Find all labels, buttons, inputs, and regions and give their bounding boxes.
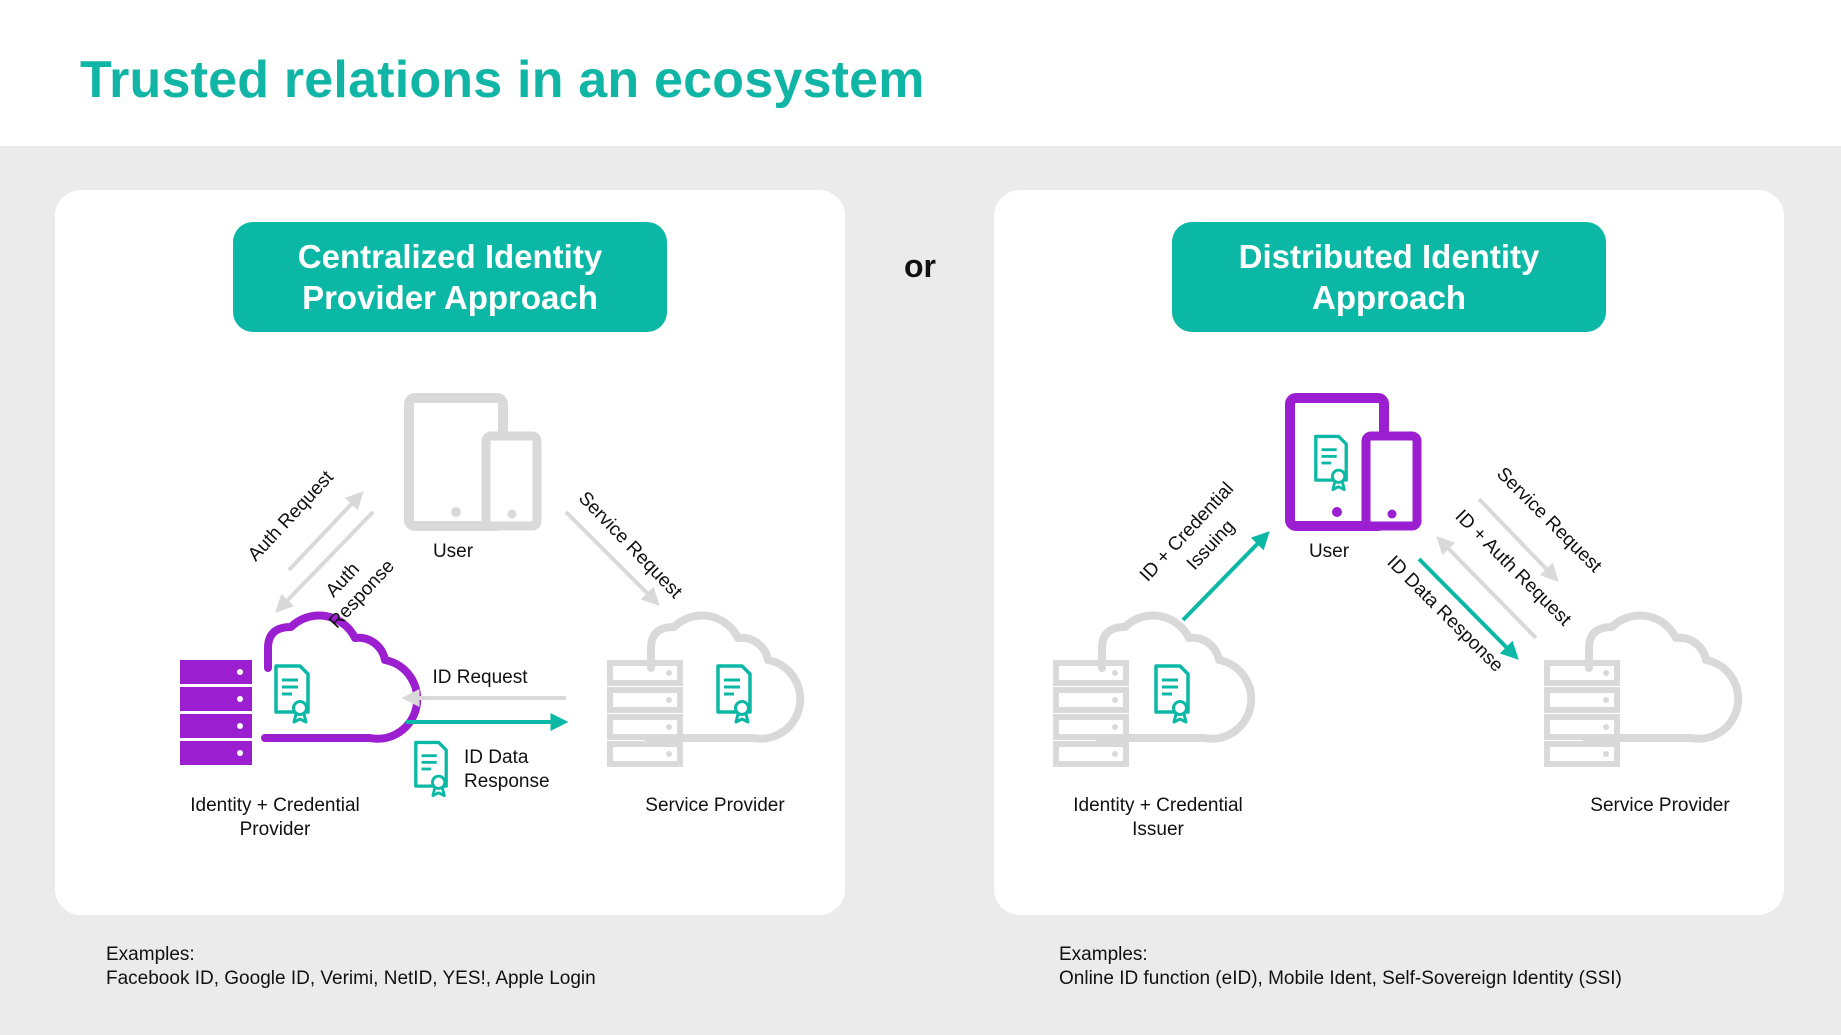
provider-label-line1: Identity + Credential	[190, 795, 360, 816]
distributed-heading-badge: Distributed Identity Approach	[1172, 222, 1606, 332]
id-auth-request-arrow	[1436, 536, 1538, 640]
issuer-server-icon	[1053, 660, 1129, 767]
issuer-label-line1: Identity + Credential	[1073, 795, 1243, 816]
centralized-heading-badge: Centralized Identity Provider Approach	[233, 222, 667, 332]
service-cloud-icon	[1582, 611, 1743, 743]
provider-certificate-icon	[274, 664, 310, 724]
distributed-panel: Distributed Identity Approach	[994, 190, 1784, 915]
page-title: Trusted relations in an ecosystem	[80, 51, 925, 109]
id-data-response-label: ID Data Response	[1383, 552, 1508, 677]
credential-issuing-arrow	[1181, 531, 1270, 622]
issuer-cloud-icon	[1095, 611, 1256, 743]
service-server-icon	[1544, 660, 1620, 767]
service-request-label: Service Request	[574, 488, 686, 603]
service-certificate-icon	[716, 664, 752, 724]
examples-text: Online ID function (eID), Mobile Ident, …	[1059, 968, 1622, 989]
service-request-arrow	[1477, 497, 1559, 582]
centralized-panel: Centralized Identity Provider Approach	[55, 190, 845, 915]
service-request-arrow	[564, 510, 660, 606]
centralized-examples: Examples: Facebook ID, Google ID, Verimi…	[106, 943, 596, 991]
distributed-examples: Examples: Online ID function (eID), Mobi…	[1059, 943, 1622, 991]
id-data-response-label-line1: ID Data	[464, 747, 529, 768]
id-data-certificate-icon	[414, 740, 448, 798]
examples-label: Examples:	[1059, 944, 1148, 965]
auth-response-arrow	[275, 510, 375, 613]
auth-request-label: Auth Request	[244, 466, 338, 565]
provider-label-line2: Provider	[240, 819, 311, 840]
examples-text: Facebook ID, Google ID, Verimi, NetID, Y…	[106, 968, 596, 989]
distributed-diagram: User Identity + Credential Issuer	[1053, 393, 1743, 840]
id-data-response-label-line2: Response	[464, 771, 550, 792]
service-label: Service Provider	[1590, 795, 1730, 816]
smartphone-icon	[481, 431, 542, 531]
smartphone-icon	[1361, 431, 1422, 531]
user-label: User	[433, 541, 474, 562]
service-cloud-icon	[644, 611, 805, 743]
issuer-label-line2: Issuer	[1132, 819, 1184, 840]
header-bar: Trusted relations in an ecosystem	[0, 0, 1841, 146]
user-label: User	[1309, 541, 1350, 562]
auth-request-arrow	[287, 491, 364, 572]
provider-server-icon	[180, 660, 252, 765]
examples-label: Examples:	[106, 944, 195, 965]
id-request-label: ID Request	[432, 667, 528, 688]
service-label: Service Provider	[645, 795, 785, 816]
service-server-icon	[607, 660, 683, 767]
or-separator: or	[904, 248, 936, 284]
provider-cloud-icon	[261, 611, 422, 743]
id-data-response-arrow	[1417, 557, 1519, 660]
centralized-diagram: User Identity + Credential Provider	[180, 393, 805, 840]
issuer-certificate-icon	[1154, 664, 1190, 724]
